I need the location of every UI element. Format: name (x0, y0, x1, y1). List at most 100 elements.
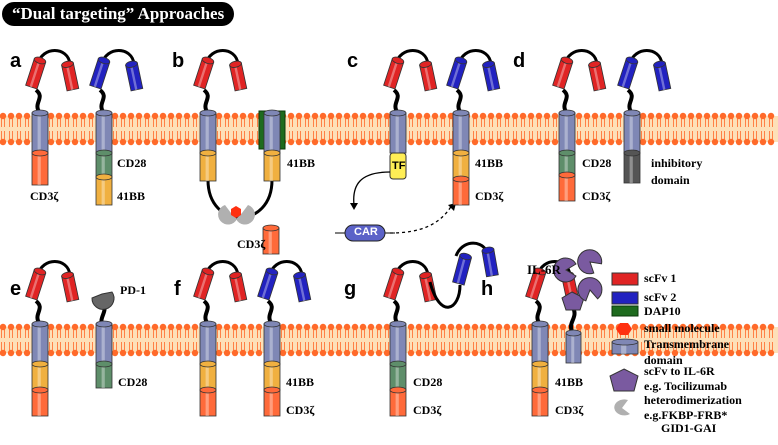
lipid-tail (681, 117, 685, 141)
lipid-head (511, 112, 519, 120)
lipid-head (375, 138, 383, 146)
heterodimerization-icon (614, 399, 630, 416)
f-car2-tm (263, 320, 281, 365)
lipid-tail (57, 117, 61, 141)
lipid-head (239, 112, 247, 120)
lipid-head (551, 349, 559, 357)
lipid-head (423, 112, 431, 120)
d-inhib-scfv-vh-cyl-shine (621, 59, 633, 88)
lipid-tail (577, 117, 581, 141)
lipid-head (759, 349, 767, 357)
f-car1-scfv-vl-cyl-shine (233, 275, 242, 302)
h-il6r-receptor (577, 249, 603, 275)
h-tm2-top (565, 329, 582, 337)
lipid-head (71, 349, 79, 357)
lipid-tail (689, 328, 693, 352)
lipid-head (711, 138, 719, 146)
e-car2-seg0 (95, 360, 113, 389)
c-car2-seg0-shine (458, 153, 462, 179)
transmembrane-icon-top (611, 338, 639, 346)
e-car-scfv-vl-cyl-shine (65, 275, 74, 302)
lipid-head (247, 112, 255, 120)
lipid-head (503, 112, 511, 120)
d-inhib-scfv-vh-cyl (617, 56, 639, 90)
d-inhib-scfv-vl-cyl-shine (657, 64, 666, 91)
lipid-head (215, 138, 223, 146)
lipid-tail (609, 328, 613, 352)
c-dotted-arrow (389, 204, 453, 234)
lipid-head (503, 138, 511, 146)
lipid-tail (425, 328, 429, 352)
g-car-scfv-vl-cyl-shine (423, 275, 432, 302)
lipid-tail (585, 328, 589, 352)
f-car1-seg0-shine (205, 364, 209, 390)
lipid-tail (425, 117, 429, 141)
a-car1-tm-top (31, 109, 49, 117)
d-inhib-seg0 (623, 149, 641, 184)
lipid-head (703, 349, 711, 357)
d-car1-scfv-vl (588, 60, 607, 92)
a-car1-tm-shine (37, 113, 41, 153)
d-inhib-tm-top (623, 109, 641, 117)
lipid-head (127, 349, 135, 357)
c-car2-seg1-shine (458, 179, 462, 205)
panel-label-a: a (10, 50, 22, 72)
g-car-scfv-vh (383, 267, 405, 301)
lipid-tail (217, 117, 221, 141)
lipid-tail (9, 117, 13, 141)
lipid-head (591, 138, 599, 146)
b-small-molecule (231, 206, 241, 218)
f-car1-seg0-top (199, 360, 217, 368)
lipid-head (719, 323, 727, 331)
f-car1-scfv-vl-cyl (229, 271, 248, 303)
label-h-cd3z: CD3ζ (555, 403, 584, 417)
d-car1-seg1-shine (564, 175, 568, 201)
g-car-seg0-top (389, 360, 407, 368)
lipid-head (759, 323, 767, 331)
lipid-head (415, 349, 423, 357)
lipid-head (151, 349, 159, 357)
c-arrow-tf-car (353, 171, 391, 206)
lipid-head (319, 323, 327, 331)
lipid-head (79, 349, 87, 357)
lipid-head (519, 323, 527, 331)
g-car-tm-shine (395, 324, 399, 364)
legend-scfv2: scFv 2 (644, 290, 677, 304)
h-il6r-receptor (577, 277, 603, 302)
lipid-head (343, 112, 351, 120)
a-car2-scfv-vh-cyl (89, 56, 111, 90)
c-car1-scfv-vh-cyl (383, 56, 405, 90)
a-car2-scfv-vl-cyl-top (125, 60, 138, 68)
lipid-head (335, 112, 343, 120)
lipid-tail (737, 328, 741, 352)
legend-scfv1: scFv 1 (644, 271, 677, 285)
lipid-tail (353, 117, 357, 141)
lipid-tail (121, 328, 125, 352)
lipid-tail (193, 117, 197, 141)
d-inhib-tm-shine (629, 113, 633, 153)
label-h-il6r: IL-6R (527, 262, 561, 277)
lipid-tail (617, 117, 621, 141)
e-car-seg0 (31, 360, 49, 391)
lipid-head (463, 349, 471, 357)
lipid-tail (497, 328, 501, 352)
label-d-cd3z: CD3ζ (582, 189, 611, 203)
lipid-head (183, 112, 191, 120)
lipid-tail (113, 117, 117, 141)
f-car2-scfv-vh-cyl-top (265, 267, 279, 276)
lipid-head (551, 323, 559, 331)
lipid-head (447, 138, 455, 146)
label-b-cd3z: CD3ζ (237, 237, 266, 251)
lipid-head (87, 349, 95, 357)
lipid-tail (409, 328, 413, 352)
f-car1-scfv-vh-cyl-shine (197, 270, 209, 299)
lipid-tail (641, 328, 645, 352)
lipid-head (311, 112, 319, 120)
d-inhib-scfv-vh (617, 56, 639, 90)
lipid-head (47, 323, 55, 331)
lipid-tail (369, 328, 373, 352)
lipid-tail (697, 117, 701, 141)
lipid-head (295, 323, 303, 331)
lipid-tail (225, 328, 229, 352)
lipid-head (751, 349, 759, 357)
